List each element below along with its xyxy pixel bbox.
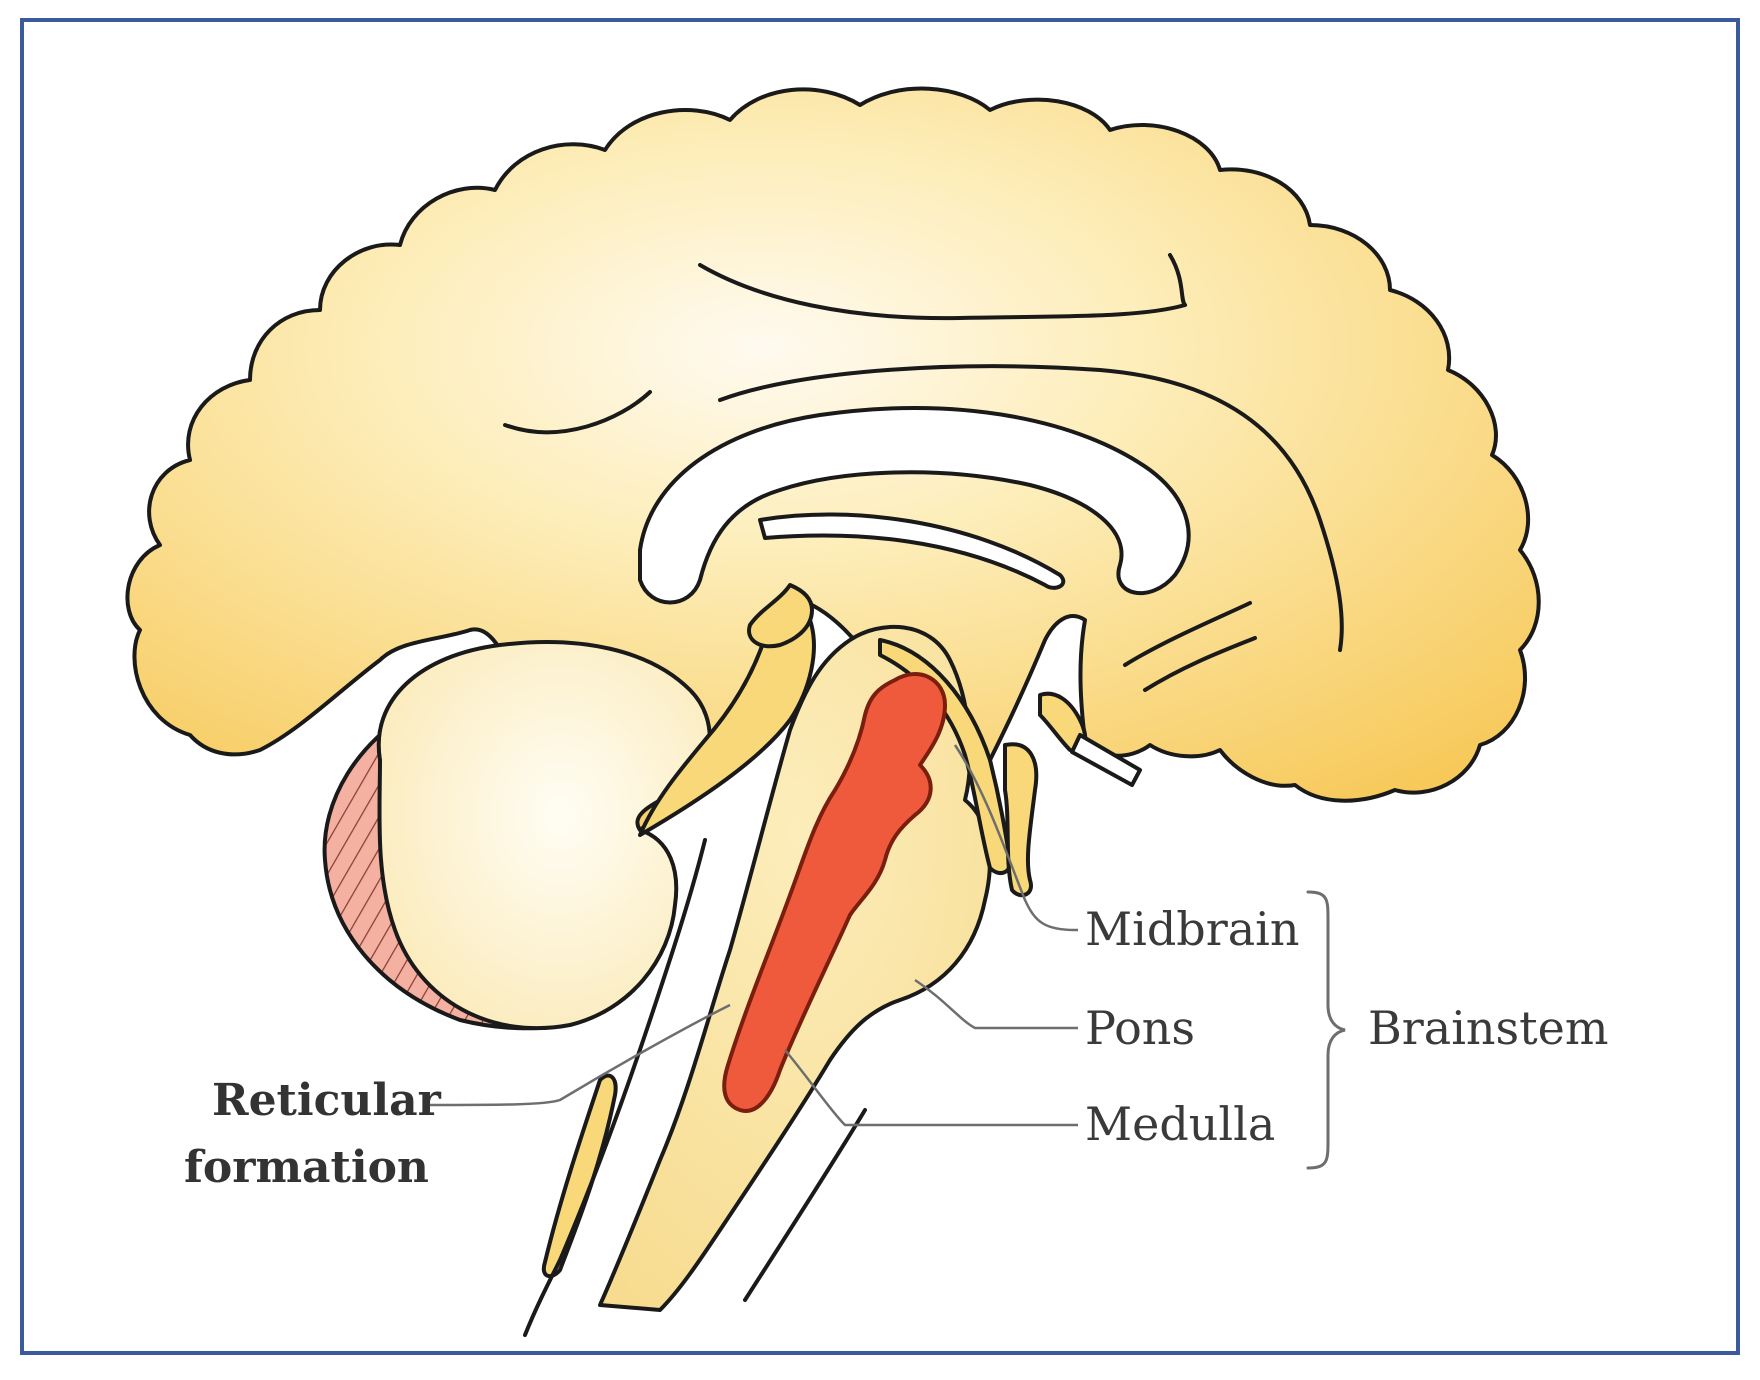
midbrain-leader <box>953 744 1078 932</box>
reticular-leader <box>429 1003 731 1107</box>
sulcus <box>698 263 1187 321</box>
fornix <box>758 512 1066 590</box>
sulcus <box>1123 601 1252 667</box>
optic-nerve <box>1070 733 1142 787</box>
brainstem-contour <box>523 838 707 1337</box>
sulcus <box>1168 253 1187 307</box>
label-pons: Pons <box>1085 1001 1195 1055</box>
label-medulla: Medulla <box>1085 1097 1275 1151</box>
hypothalamus <box>878 638 1013 876</box>
sulcus <box>1143 636 1257 692</box>
label-midbrain: Midbrain <box>1085 902 1299 956</box>
pons-leader <box>914 978 1078 1030</box>
label-brainstem: Brainstem <box>1368 1001 1609 1055</box>
pineal-region <box>747 583 814 649</box>
brainstem-brace <box>1306 890 1346 1170</box>
brainstem-contour <box>743 1108 867 1302</box>
vertebral-strand <box>541 1073 618 1279</box>
label-reticular-line1: Reticular <box>212 1075 442 1126</box>
reticular-formation <box>722 672 947 1113</box>
sulcus <box>718 364 1344 652</box>
corpus-callosum <box>638 406 1191 605</box>
pituitary-stalk <box>1003 742 1039 898</box>
medulla-leader <box>784 1049 1078 1127</box>
label-reticular-line2: formation <box>184 1142 429 1193</box>
sulcus <box>503 390 652 435</box>
